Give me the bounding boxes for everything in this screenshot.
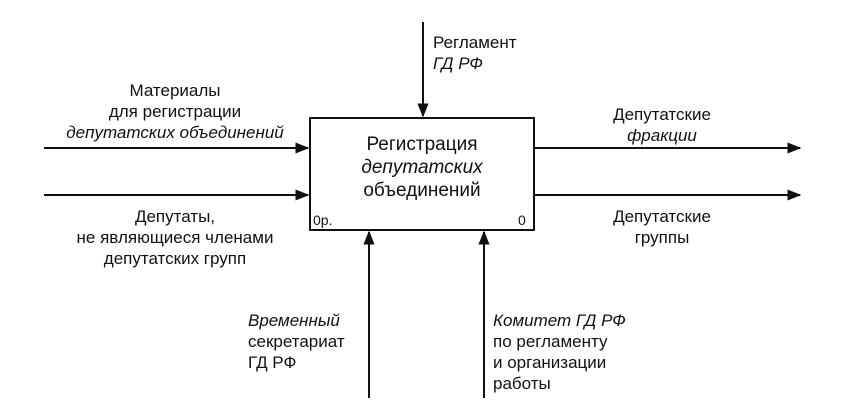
input-2-line-2: не являющиеся членами: [76, 228, 274, 247]
input-2-line-3: депутатских групп: [103, 249, 247, 268]
activity-line-3: объединений: [363, 180, 481, 201]
mechanism-1-line-1: Временный: [248, 311, 340, 330]
input-1-line-1: Материалы: [129, 81, 221, 100]
control-line-1: Регламент: [433, 33, 517, 52]
mechanism-1-line-3: ГД РФ: [248, 353, 297, 372]
mechanism-label-secretariat: Временный секретариат ГД РФ: [248, 310, 345, 373]
mechanism-1-line-2: секретариат: [248, 332, 345, 351]
input-2-line-1: Депутаты,: [134, 207, 216, 226]
output-label-groups: Депутатские группы: [582, 206, 742, 248]
output-1-line-1: Депутатские: [613, 105, 711, 124]
activity-line-1: Регистрация: [366, 134, 478, 155]
mechanism-2-line-2: по регламенту: [493, 332, 608, 351]
activity-node-number: 0р.: [313, 212, 333, 228]
control-label: Регламент ГД РФ: [433, 32, 517, 74]
mechanism-2-line-4: работы: [493, 374, 551, 393]
mechanism-label-committee: Комитет ГД РФ по регламенту и организаци…: [493, 310, 626, 394]
input-1-line-2: для регистрации: [108, 102, 242, 121]
output-2-line-1: Депутатские: [613, 207, 711, 226]
input-label-materials: Материалы для регистрации депутатских об…: [45, 80, 305, 143]
output-2-line-2: группы: [634, 228, 690, 247]
output-1-line-2: фракции: [627, 126, 697, 145]
mechanism-2-line-3: и организации: [493, 353, 607, 372]
activity-label: Регистрация депутатских объединений: [310, 133, 534, 202]
activity-line-2: депутатских: [361, 157, 483, 178]
control-line-2: ГД РФ: [433, 54, 483, 73]
input-label-deputies: Депутаты, не являющиеся членами депутатс…: [45, 206, 305, 269]
input-1-line-3: депутатских объединений: [66, 123, 284, 142]
activity-cost-value: 0: [518, 212, 526, 228]
activity-box: [309, 117, 535, 231]
output-label-factions: Депутатские фракции: [582, 104, 742, 146]
mechanism-2-line-1: Комитет ГД РФ: [493, 311, 626, 330]
